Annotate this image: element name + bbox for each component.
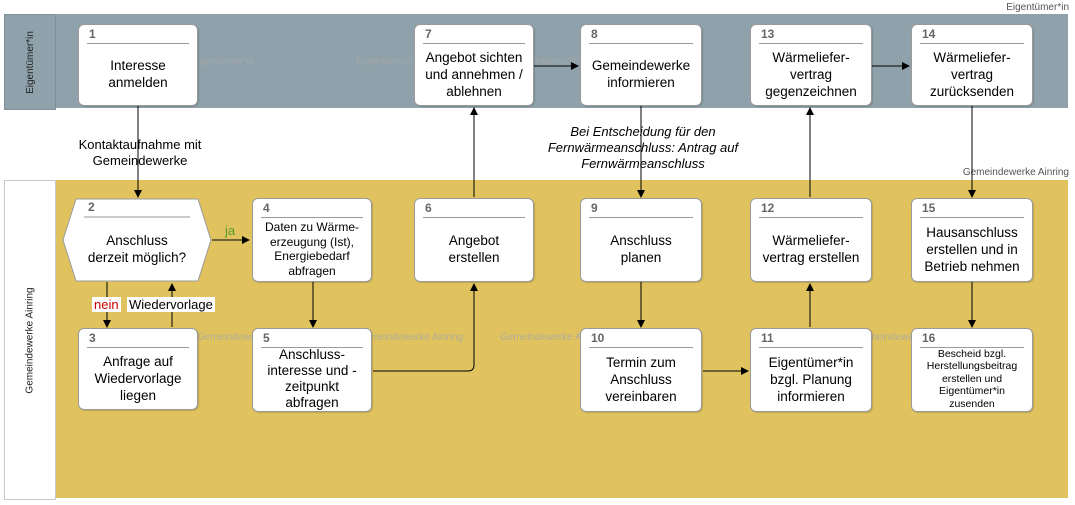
watermark-owner: Eigentümer*in (516, 56, 579, 67)
branch-label-nein: nein (92, 297, 121, 312)
step-number: 16 (922, 331, 936, 345)
step-number: 15 (922, 201, 936, 215)
step-number: 2 (88, 200, 95, 214)
step-number: 9 (591, 201, 598, 215)
contact-note: Kontaktaufnahme mit Gemeindewerke (78, 137, 202, 168)
step-text: Angebot erstellen (448, 233, 500, 265)
step-text: Anschluss planen (610, 233, 672, 265)
step-text: Wärmeliefer- vertrag erstellen (762, 233, 860, 265)
decision-shape (62, 198, 212, 282)
step-text: Anfrage auf Wiedervorlage liegen (94, 353, 182, 403)
step-text: Gemeindewerke informieren (591, 58, 691, 90)
step-number: 12 (761, 201, 775, 215)
decision-note: Bei Entscheidung für den Fernwärmeanschl… (547, 124, 739, 171)
watermark-utility: Gemeindewerke Ainring (357, 332, 464, 343)
step-number: 7 (425, 27, 432, 41)
step-8-box: 8 Gemeindewerke informieren (580, 24, 702, 106)
step-number: 4 (263, 201, 270, 215)
step-text: Bescheid bzgl. Herstellungsbeitrag erste… (926, 347, 1018, 410)
step-number: 10 (591, 331, 605, 345)
step-number: 6 (425, 201, 432, 215)
step-13-box: 13 Wärmeliefer- vertrag gegenzeichnen (750, 24, 872, 106)
step-number: 14 (922, 27, 936, 41)
step-2-decision: 2 Anschluss derzeit möglich? (62, 198, 212, 282)
step-text: Daten zu Wärme- erzeugung (Ist), Energie… (264, 220, 360, 278)
step-text: Termin zum Anschluss vereinbaren (605, 354, 677, 404)
step-10-box: 10 Termin zum Anschluss vereinbaren (580, 328, 702, 412)
step-number: 3 (89, 331, 96, 345)
watermark-owner: gentümer*in (200, 56, 254, 67)
step-12-box: 12 Wärmeliefer- vertrag erstellen (750, 198, 872, 282)
step-text: Eigentümer*in bzgl. Planung informieren (768, 354, 854, 404)
step-3-box: 3 Anfrage auf Wiedervorlage liegen (78, 328, 198, 410)
step-text: Anschluss- interesse und - zeitpunkt abf… (267, 347, 357, 410)
step-number: 5 (263, 331, 270, 345)
step-text: Wärmeliefer- vertrag zurücksenden (929, 49, 1015, 99)
step-9-box: 9 Anschluss planen (580, 198, 702, 282)
lane-owner-label: Eigentümer*in (4, 14, 56, 110)
step-number: 1 (89, 27, 96, 41)
step-text: Hausanschluss erstellen und in Betrieb n… (924, 224, 1020, 274)
step-1-box: 1 Interesse anmelden (78, 24, 198, 106)
step-number: 13 (761, 27, 775, 41)
lane-utility-corner-label: Gemeindewerke Ainring (962, 167, 1069, 178)
step-text: Anschluss derzeit möglich? (87, 233, 187, 265)
lane-utility-label: Gemeindewerke Ainring (4, 180, 56, 500)
step-7-box: 7 Angebot sichten und annehmen / ablehne… (414, 24, 534, 106)
step-number: 11 (761, 331, 774, 345)
step-6-box: 6 Angebot erstellen (414, 198, 534, 282)
lane-owner-corner-label: Eigentümer*in (1006, 2, 1069, 13)
watermark-utility: Gemeindewerke Ainring (855, 332, 962, 343)
step-15-box: 15 Hausanschluss erstellen und in Betrie… (911, 198, 1033, 282)
step-14-box: 14 Wärmeliefer- vertrag zurücksenden (911, 24, 1033, 106)
step-4-box: 4 Daten zu Wärme- erzeugung (Ist), Energ… (252, 198, 372, 282)
step-number: 8 (591, 27, 598, 41)
watermark-utility: Gemeindewerke Ainring (500, 332, 607, 343)
branch-label-ja: ja (225, 223, 236, 238)
arrow-5-to-6 (373, 283, 478, 372)
step-16-box: 16 Bescheid bzgl. Herstellungsbeitrag er… (911, 328, 1033, 412)
step-text: Interesse anmelden (108, 58, 168, 90)
step-text: Angebot sichten und annehmen / ablehnen (425, 49, 523, 99)
watermark-owner: Eigentümer*in (356, 56, 419, 67)
step-11-box: 11 Eigentümer*in bzgl. Planung informier… (750, 328, 872, 412)
watermark-utility: Gemeindewerke Ainring (197, 332, 304, 343)
step-5-box: 5 Anschluss- interesse und - zeitpunkt a… (252, 328, 372, 412)
step-text: Wärmeliefer- vertrag gegenzeichnen (765, 49, 857, 99)
branch-label-wiedervorlage: Wiedervorlage (127, 297, 215, 312)
